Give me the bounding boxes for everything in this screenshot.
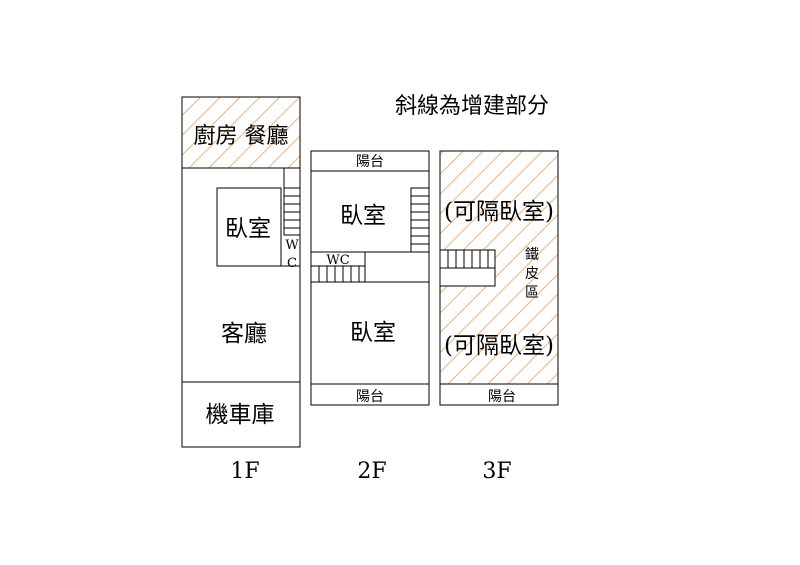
garage-label: 機車庫 <box>206 402 275 428</box>
iron-sheet-label-1: 鐵 <box>525 246 539 263</box>
bedroom-2f-bottom-label: 臥室 <box>350 320 396 346</box>
balcony-2f-top-label: 陽台 <box>356 154 384 170</box>
room-3f-top-label: (可隔臥室) <box>444 199 554 225</box>
wc-2f-label: WC <box>326 253 349 268</box>
room-3f-bottom-label: (可隔臥室) <box>444 333 554 359</box>
hatch-legend-note: 斜線為增建部分 <box>395 94 549 119</box>
floor-3f-label: 3F <box>482 459 511 484</box>
stair-2f-wc <box>311 252 366 282</box>
balcony-3f-bottom-label: 陽台 <box>488 389 516 405</box>
stair-3f <box>439 249 496 287</box>
floor-3f: (可隔臥室) 鐵 皮 區 (可隔臥室) 陽台 3F <box>439 150 559 484</box>
balcony-2f-bottom-label: 陽台 <box>356 389 384 405</box>
bedroom-2f-top-label: 臥室 <box>340 203 386 229</box>
bedroom-1f-label: 臥室 <box>225 216 271 242</box>
stair-1f <box>283 167 301 236</box>
wc-1f-label-c: C <box>287 256 297 271</box>
floor-2f-outline <box>310 150 430 406</box>
floor-2f: 陽台 臥室 WC 臥室 陽台 2F <box>310 150 430 484</box>
iron-sheet-label-3: 區 <box>525 285 539 301</box>
floor-1f: 廚房 餐廳 臥室 W C 客廳 機車庫 1F <box>181 96 301 484</box>
kitchen-dining-label: 廚房 餐廳 <box>194 124 289 149</box>
living-room-label: 客廳 <box>221 321 267 347</box>
stair-2f <box>410 187 430 253</box>
floor-2f-label: 2F <box>357 459 386 484</box>
wc-1f-label-w: W <box>285 238 299 253</box>
bedroom-1f-outline <box>216 187 282 267</box>
floor-1f-label: 1F <box>230 459 259 484</box>
iron-sheet-label-2: 皮 <box>525 266 539 282</box>
floor-1f-outline <box>181 96 301 448</box>
kitchen-hatch-area <box>182 97 300 168</box>
